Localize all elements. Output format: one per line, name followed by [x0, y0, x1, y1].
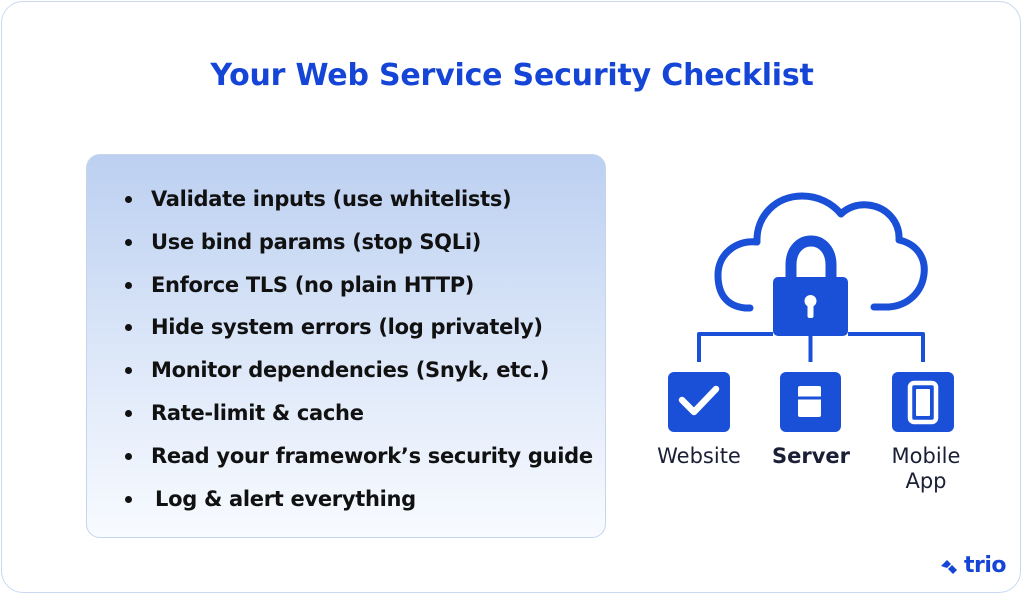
mobile-label-line1: Mobile [891, 444, 961, 468]
padlock-shackle [785, 235, 837, 288]
bullet-icon [125, 238, 132, 246]
list-item-text: Log & alert everything [155, 486, 416, 511]
website-label: Website [657, 444, 741, 468]
mobile-label-line2: App [905, 469, 947, 493]
list-item-text: Hide system errors (log privately) [151, 315, 543, 340]
bullet-icon [125, 495, 132, 503]
bullet-icon [125, 281, 132, 289]
checklist-card: Validate inputs (use whitelists) Use bin… [86, 154, 606, 538]
cloud-icon [714, 192, 928, 312]
keyhole [804, 295, 817, 307]
page-title: Your Web Service Security Checklist [210, 58, 814, 93]
keyhole-slot [807, 303, 814, 318]
bullet-icon [125, 324, 132, 332]
list-item-text: Monitor dependencies (Snyk, etc.) [151, 358, 550, 383]
list-item: Validate inputs (use whitelists) [123, 183, 593, 226]
list-item: Log & alert everything [123, 483, 593, 526]
server-label: Server [771, 444, 850, 468]
list-item: Read your framework’s security guide [123, 440, 593, 483]
list-item: Enforce TLS (no plain HTTP) [123, 269, 593, 312]
checkmark-icon [678, 385, 720, 416]
list-item: Use bind params (stop SQLi) [123, 226, 593, 269]
server-icon [798, 386, 821, 417]
mobile-phone-icon [907, 380, 939, 425]
bullet-icon [125, 367, 132, 375]
list-item: Monitor dependencies (Snyk, etc.) [123, 354, 593, 397]
brand-logo: trio [938, 553, 1007, 578]
mobile-screen [916, 389, 930, 416]
connector-left [697, 332, 773, 362]
list-item-text: Rate-limit & cache [151, 400, 364, 425]
brand-name: trio [964, 553, 1007, 578]
bullet-icon [125, 196, 132, 203]
list-item-text: Use bind params (stop SQLi) [151, 229, 482, 254]
connector-right [848, 332, 925, 362]
list-item-text: Validate inputs (use whitelists) [151, 187, 512, 211]
list-item-text: Read your framework’s security guide [151, 443, 593, 468]
list-item-text: Enforce TLS (no plain HTTP) [151, 272, 475, 297]
list-item: Rate-limit & cache [123, 397, 593, 440]
website-node-box [668, 372, 730, 432]
bullet-icon [125, 452, 132, 460]
list-item: Hide system errors (log privately) [123, 311, 593, 354]
checklist: Validate inputs (use whitelists) Use bin… [123, 183, 593, 525]
bullet-icon [125, 409, 132, 417]
trio-logo-icon [941, 560, 957, 574]
